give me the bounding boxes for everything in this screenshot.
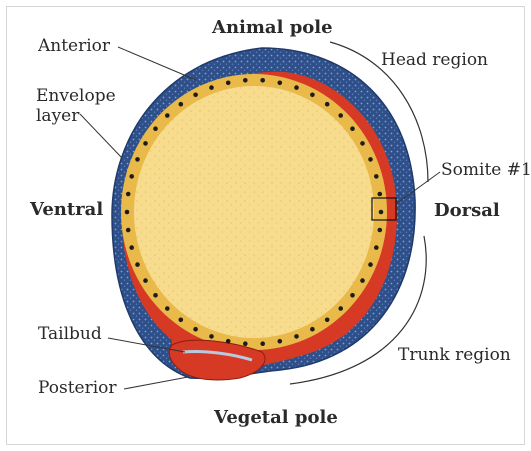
nucleus-dot (260, 341, 265, 346)
nucleus-dot (129, 245, 134, 250)
nucleus-dot (378, 228, 383, 233)
nucleus-dot (153, 293, 158, 298)
posterior-leader (124, 377, 188, 389)
nucleus-dot (378, 192, 383, 197)
nucleus-dot (278, 339, 283, 344)
nucleus-dot (226, 339, 231, 344)
nucleus-dot (243, 78, 248, 83)
envelope-label-line1: Envelope (36, 87, 116, 106)
nucleus-dot (360, 141, 365, 146)
nucleus-dot (374, 174, 379, 179)
anterior-leader (118, 47, 196, 80)
nucleus-dot (135, 262, 140, 267)
anterior-label: Anterior (38, 37, 110, 56)
head-region-label: Head region (381, 51, 488, 70)
somite-label: Somite #1 (441, 161, 531, 180)
nucleus-dot (165, 113, 170, 118)
nucleus-dot (360, 278, 365, 283)
nucleus-dot (310, 93, 315, 98)
nucleus-dot (193, 93, 198, 98)
vegetal-pole-label: Vegetal pole (214, 408, 338, 427)
nucleus-dot (125, 210, 130, 215)
nucleus-dot (379, 210, 384, 215)
nucleus-dot (209, 85, 214, 90)
nucleus-dot (350, 126, 355, 131)
nucleus-dot (368, 157, 373, 162)
tailbud-label: Tailbud (38, 325, 102, 344)
animal-pole-label: Animal pole (212, 18, 333, 37)
nucleus-dot (338, 306, 343, 311)
nucleus-dot (179, 102, 184, 107)
nucleus-dot (153, 126, 158, 131)
nucleus-dot (368, 262, 373, 267)
nucleus-dot (129, 174, 134, 179)
ventral-label: Ventral (30, 200, 103, 219)
nucleus-dot (278, 81, 283, 86)
nucleus-dot (350, 293, 355, 298)
nucleus-dot (165, 306, 170, 311)
trunk-region-label: Trunk region (398, 346, 511, 365)
nucleus-dot (135, 157, 140, 162)
nucleus-dot (325, 102, 330, 107)
nucleus-dot (143, 278, 148, 283)
nucleus-dot (294, 85, 299, 90)
nucleus-dot (338, 113, 343, 118)
nucleus-dot (209, 334, 214, 339)
nucleus-dot (143, 141, 148, 146)
nucleus-dot (294, 334, 299, 339)
nucleus-dot (374, 245, 379, 250)
nucleus-dot (243, 341, 248, 346)
nucleus-dot (126, 228, 131, 233)
nucleus-dot (226, 81, 231, 86)
nucleus-dot (126, 192, 131, 197)
nucleus-dot (325, 318, 330, 323)
nucleus-dot (179, 318, 184, 323)
nucleus-dot (260, 78, 265, 83)
envelope-label-line2: layer (36, 107, 79, 126)
nucleus-dot (310, 327, 315, 332)
posterior-label: Posterior (38, 379, 117, 398)
nucleus-dot (193, 327, 198, 332)
yolk (134, 86, 374, 338)
dorsal-label: Dorsal (434, 201, 500, 220)
envelope-leader (80, 114, 122, 158)
